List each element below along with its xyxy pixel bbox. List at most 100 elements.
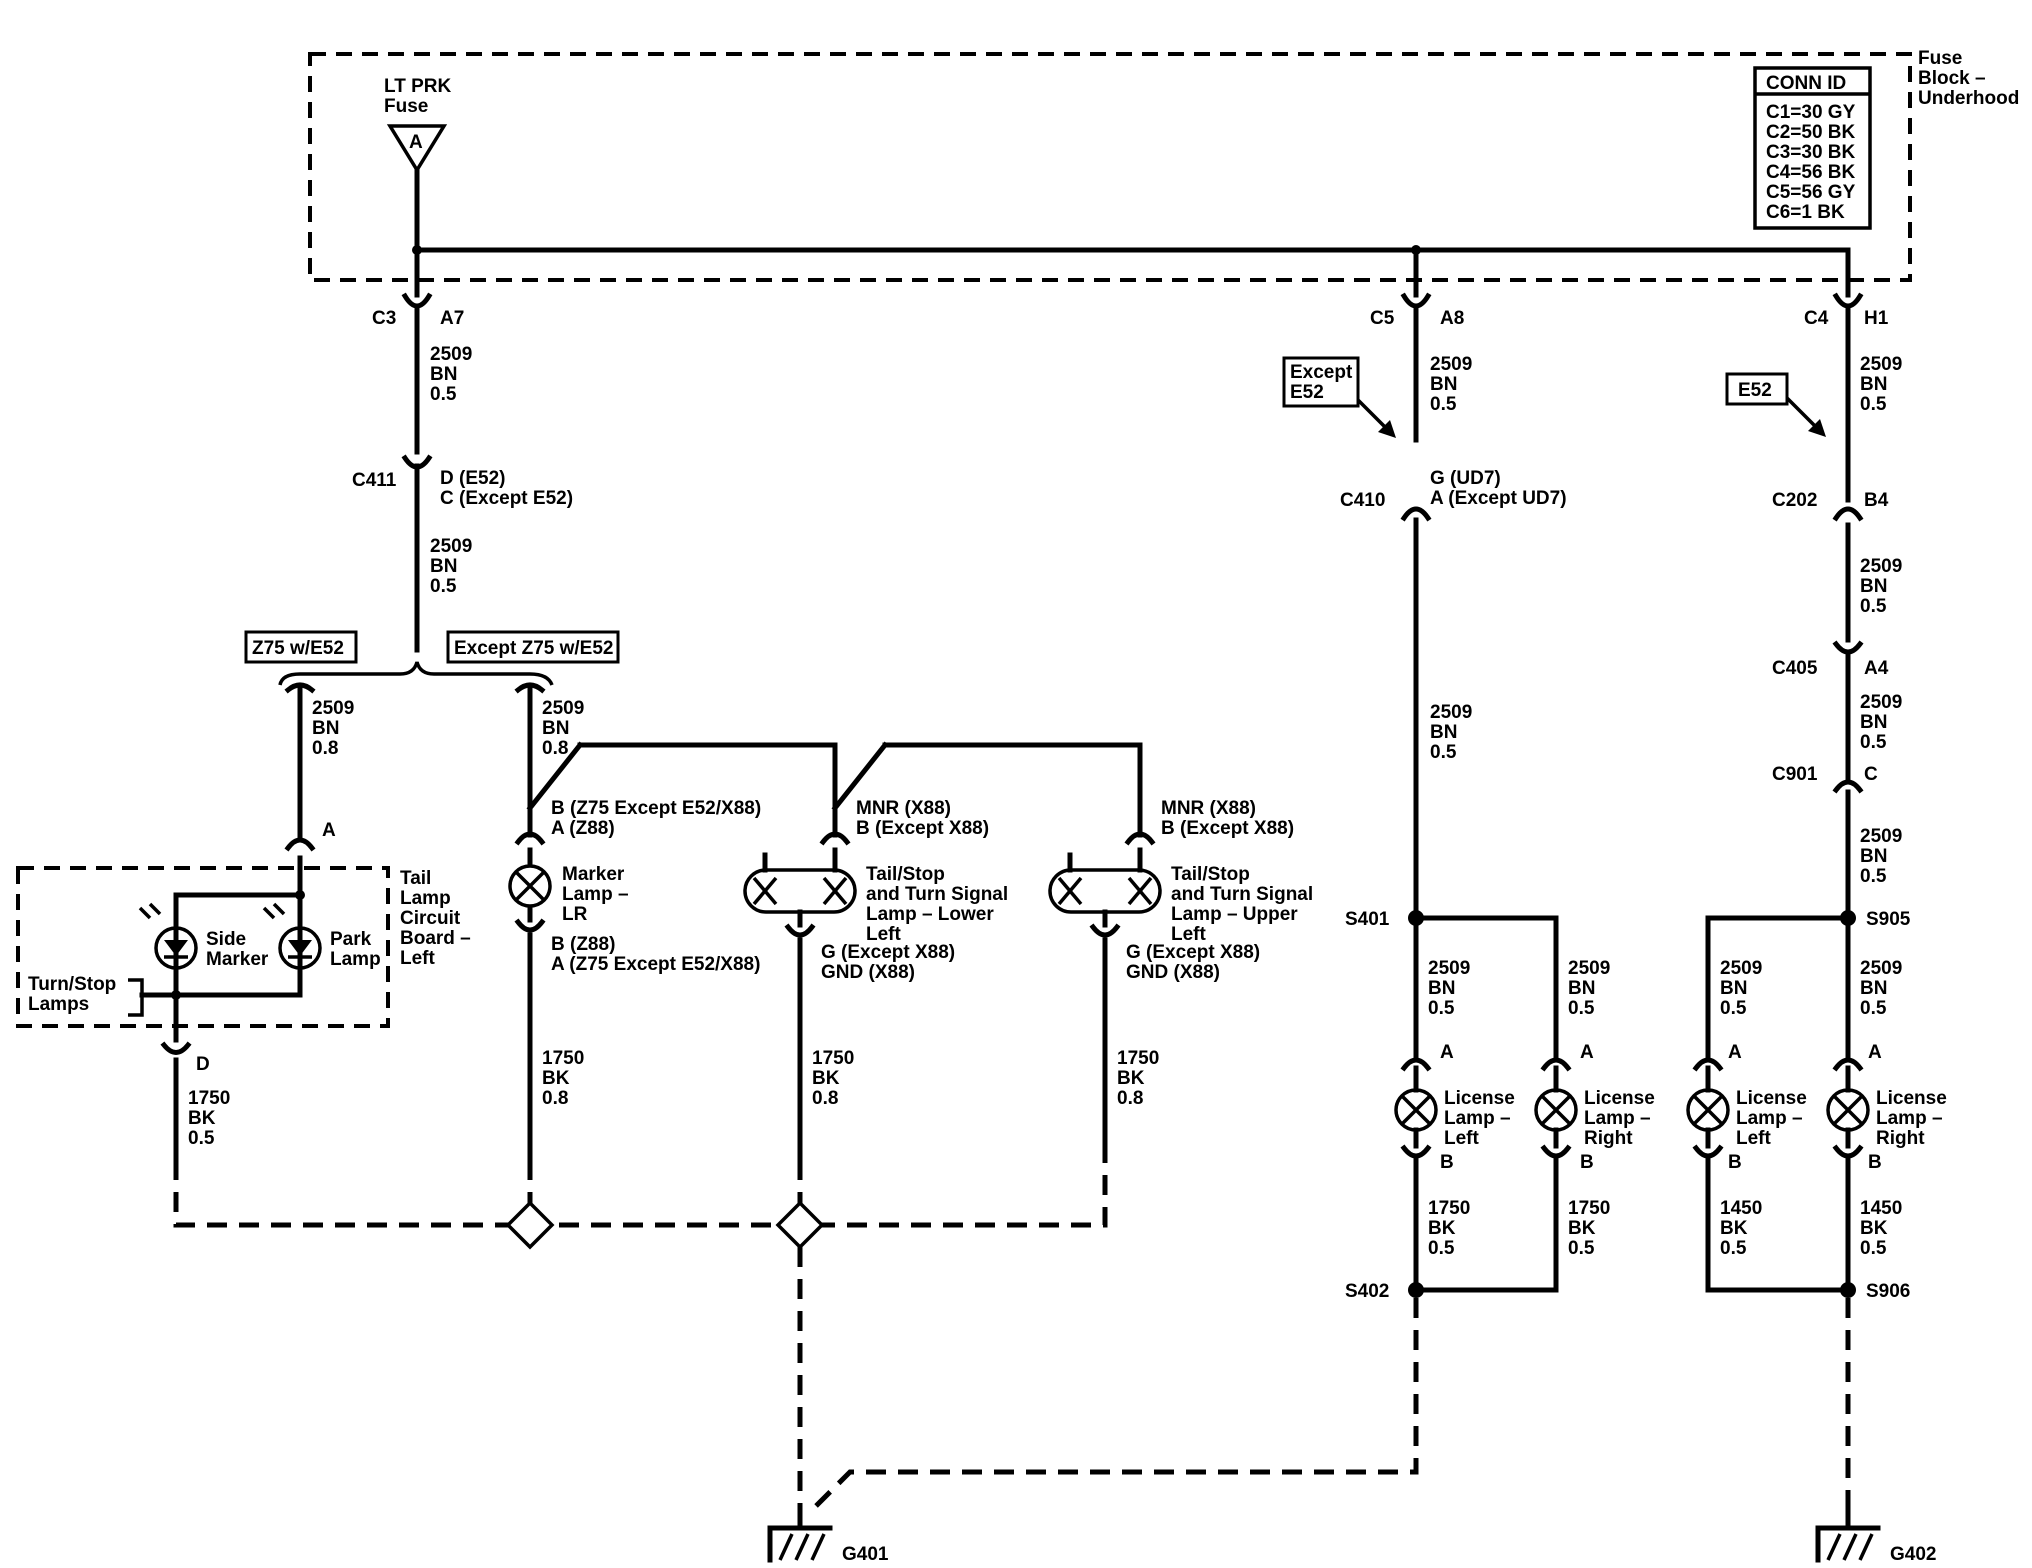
wire-color: BK	[1568, 1218, 1596, 1239]
lamp-pin: B (Except X88)	[856, 818, 989, 839]
side-marker-led-icon	[138, 902, 198, 970]
lower-tail-stop-lamp-icon	[743, 847, 857, 928]
pin-a: A	[322, 820, 336, 841]
conn-id-row: C6=1 BK	[1766, 202, 1845, 223]
lamp-pin: G (Except X88)	[821, 942, 955, 963]
wire-number: 2509	[1860, 354, 1902, 375]
wire-size: 0.5	[1720, 1238, 1747, 1259]
conn-id-header: CONN ID	[1766, 73, 1846, 94]
lamp-pin: GND (X88)	[1126, 962, 1220, 983]
fuse-name-2: Fuse	[384, 96, 428, 117]
a8-label: A8	[1440, 308, 1464, 329]
wire-color: BN	[1860, 576, 1887, 597]
wire-number: 1450	[1720, 1198, 1762, 1219]
wire-color: BK	[812, 1068, 840, 1089]
license-lamp-label: Left	[1736, 1128, 1772, 1149]
option-z75-label: Z75 w/E52	[252, 638, 344, 659]
wire-number: 1750	[1117, 1048, 1159, 1069]
conn-id-row: C5=56 GY	[1766, 182, 1856, 203]
marker-lamp-icon	[508, 847, 552, 923]
wire-size: 0.8	[542, 738, 568, 759]
wire-color: BN	[1428, 978, 1455, 999]
wire-number: 2509	[1860, 958, 1902, 979]
s402-label: S402	[1345, 1281, 1389, 1302]
wire-size: 0.5	[1860, 394, 1887, 415]
c410-pin: A (Except UD7)	[1430, 488, 1567, 509]
wire-color: BN	[1860, 978, 1887, 999]
wire-number: 1750	[188, 1088, 230, 1109]
c3-label: C3	[372, 308, 396, 329]
fuse-pin: A	[409, 132, 423, 153]
wire-size: 0.8	[1117, 1088, 1143, 1109]
wire-color: BN	[1720, 978, 1747, 999]
wire-number: 2509	[1430, 702, 1472, 723]
wire-size: 0.5	[1860, 732, 1887, 753]
marker-pin: A (Z75 Except E52/X88)	[551, 954, 760, 975]
upper-lamp-label: Tail/Stop	[1171, 864, 1250, 885]
wire-number: 2509	[1568, 958, 1610, 979]
wire-number: 2509	[542, 698, 584, 719]
wire-number: 2509	[430, 536, 472, 557]
c411-pin: D (E52)	[440, 468, 505, 489]
upper-lamp-label: Left	[1171, 924, 1207, 945]
lamp-pin: B (Except X88)	[1161, 818, 1294, 839]
board-label: Circuit	[400, 908, 461, 929]
license-lamp-label: License	[1876, 1088, 1947, 1109]
marker-lamp-label: Marker	[562, 864, 625, 885]
middle-branch: C5 A8 2509 BN 0.5 Except E52 C410 G (UD7…	[810, 292, 1655, 1512]
upper-tail-stop-lamp-icon	[1048, 847, 1162, 928]
wire-size: 0.5	[1428, 998, 1455, 1019]
turn-stop-label: Turn/Stop	[28, 974, 116, 995]
marker-pin: B (Z75 Except E52/X88)	[551, 798, 761, 819]
wire-size: 0.5	[1860, 1238, 1887, 1259]
pin-b: B	[1728, 1152, 1742, 1173]
wire-number: 2509	[430, 344, 472, 365]
pin-a: A	[1868, 1042, 1882, 1063]
wire-color: BK	[188, 1108, 216, 1129]
wire-color: BK	[542, 1068, 570, 1089]
board-label: Lamp	[400, 888, 451, 909]
wire-size: 0.5	[188, 1128, 215, 1149]
license-lamp-label: Right	[1584, 1128, 1633, 1149]
upper-lamp-label: and Turn Signal	[1171, 884, 1313, 905]
wire-color: BK	[1117, 1068, 1145, 1089]
wire-color: BN	[542, 718, 569, 739]
a7-label: A7	[440, 308, 464, 329]
fuse-block-underhood: Fuse Block – Underhood CONN ID C1=30 GY …	[308, 48, 2019, 298]
tail-lamp-circuit-board: Tail Lamp Circuit Board – Left Side Mark…	[16, 855, 471, 1043]
wire-size: 0.8	[812, 1088, 838, 1109]
license-lamp-label: Left	[1444, 1128, 1480, 1149]
fuse-block-label-1: Fuse	[1918, 48, 1962, 69]
h1-label: H1	[1864, 308, 1889, 329]
fuse-block-label-3: Underhood	[1918, 88, 2019, 109]
g402-label: G402	[1890, 1544, 1936, 1565]
lower-lamp-label: Left	[866, 924, 902, 945]
lamp-pin: G (Except X88)	[1126, 942, 1260, 963]
left-branch: C3 A7 2509 BN 0.5 C411 D (E52) C (Except…	[16, 292, 1313, 1510]
conn-id-table: CONN ID C1=30 GY C2=50 BK C3=30 BK C4=56…	[1753, 66, 1872, 230]
wire-size: 0.5	[1860, 866, 1887, 887]
wire-size: 0.5	[1428, 1238, 1455, 1259]
wire-number: 2509	[312, 698, 354, 719]
turn-stop-label: Lamps	[28, 994, 89, 1015]
wire-number: 1450	[1860, 1198, 1902, 1219]
wire-color: BN	[312, 718, 339, 739]
wire-number: 2509	[1860, 826, 1902, 847]
wire-color: BN	[1860, 374, 1887, 395]
c202-label: C202	[1772, 490, 1817, 511]
c411-label: C411	[352, 470, 397, 491]
c901-label: C901	[1772, 764, 1818, 785]
lower-lamp-label: and Turn Signal	[866, 884, 1008, 905]
wire-color: BN	[1430, 374, 1457, 395]
conn-id-row: C2=50 BK	[1766, 122, 1856, 143]
license-lamp-label: Lamp –	[1444, 1108, 1511, 1129]
park-lamp-label: Park	[330, 929, 372, 950]
ground-g402-icon: G402	[1815, 1507, 1936, 1565]
wire-size: 0.8	[542, 1088, 568, 1109]
wire-size: 0.5	[1568, 1238, 1595, 1259]
pin-a: A	[1728, 1042, 1742, 1063]
wire-color: BN	[430, 556, 457, 577]
wire-color: BN	[1430, 722, 1457, 743]
board-label: Board –	[400, 928, 471, 949]
